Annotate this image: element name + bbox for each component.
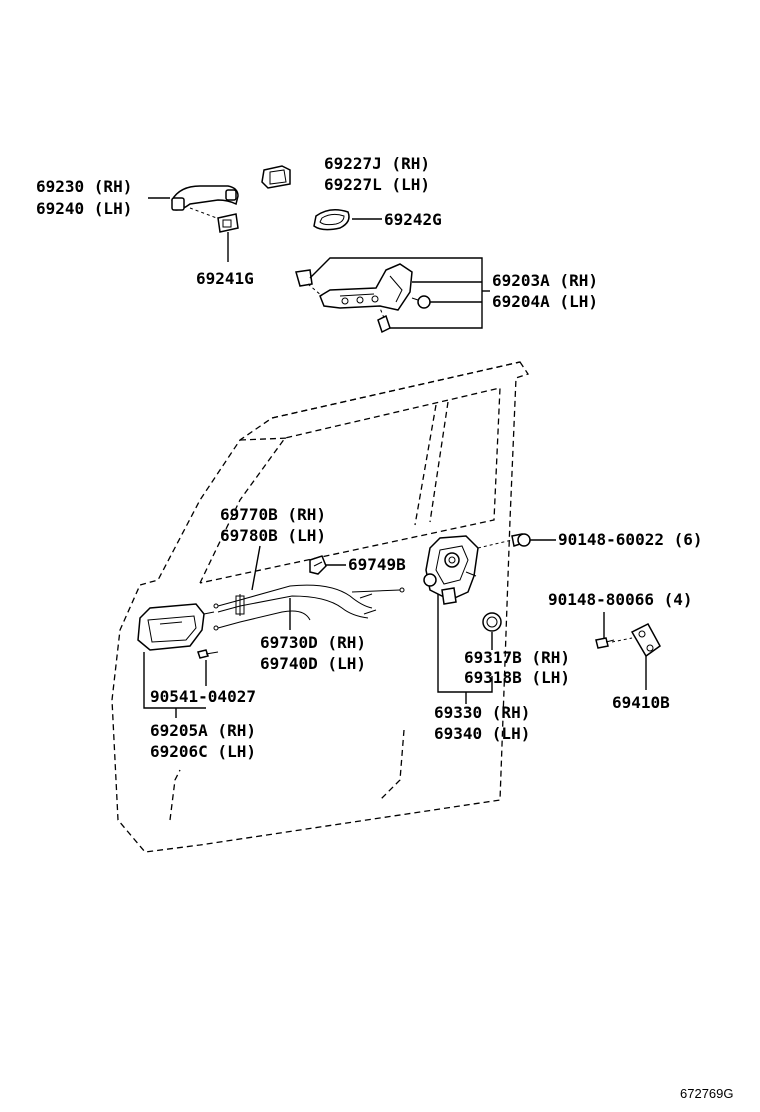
label-69730D: 69730D (RH): [260, 633, 366, 652]
door-lock-part: [423, 535, 513, 605]
label-90148-60022: 90148-60022 (6): [558, 530, 703, 549]
label-69227L: 69227L (LH): [324, 175, 430, 194]
door-outline: [111, 361, 530, 853]
label-69230: 69230 (RH): [36, 177, 132, 196]
bracket-69205A: [143, 652, 206, 718]
striker-part: [611, 623, 661, 658]
gasket-part: [313, 209, 350, 231]
figure-id: 672769G: [680, 1086, 734, 1101]
label-69204A: 69204A (LH): [492, 292, 598, 311]
screw-90541-part: [197, 649, 219, 659]
label-69770B: 69770B (RH): [220, 505, 326, 524]
label-69203A: 69203A (RH): [492, 271, 598, 290]
label-69340: 69340 (LH): [434, 724, 530, 743]
leader-69770B: [251, 545, 261, 591]
label-90148-80066: 90148-80066 (4): [548, 590, 693, 609]
label-69205A: 69205A (RH): [150, 721, 256, 740]
outside-handle-part: [171, 185, 239, 221]
label-69330: 69330 (RH): [434, 703, 530, 722]
inside-handle-part: [137, 603, 215, 651]
label-69240: 69240 (LH): [36, 199, 132, 218]
label-69740D: 69740D (LH): [260, 654, 366, 673]
label-69241G: 69241G: [196, 269, 254, 288]
label-69780B: 69780B (LH): [220, 526, 326, 545]
screw-90148-60022-part: [511, 533, 531, 547]
handle-cover-part: [261, 165, 291, 189]
label-90541-04027: 90541-04027: [150, 687, 256, 706]
bracket-69203A: [309, 257, 483, 329]
cable-assembly-part: [213, 584, 405, 631]
label-69317B: 69317B (RH): [464, 648, 570, 667]
label-69206C: 69206C (LH): [150, 742, 256, 761]
label-69410B: 69410B: [612, 693, 670, 712]
bracket-69330: [437, 594, 493, 693]
label-69227J: 69227J (RH): [324, 154, 430, 173]
screw-90148-80066-part: [595, 637, 615, 649]
label-69318B: 69318B (LH): [464, 668, 570, 687]
label-69749B: 69749B: [348, 555, 406, 574]
handle-pad-part: [217, 213, 239, 233]
label-69242G: 69242G: [384, 210, 442, 229]
cap-69317B-part: [482, 612, 502, 632]
handle-frame-part: [295, 263, 431, 334]
clip-69749B-part: [309, 555, 327, 575]
